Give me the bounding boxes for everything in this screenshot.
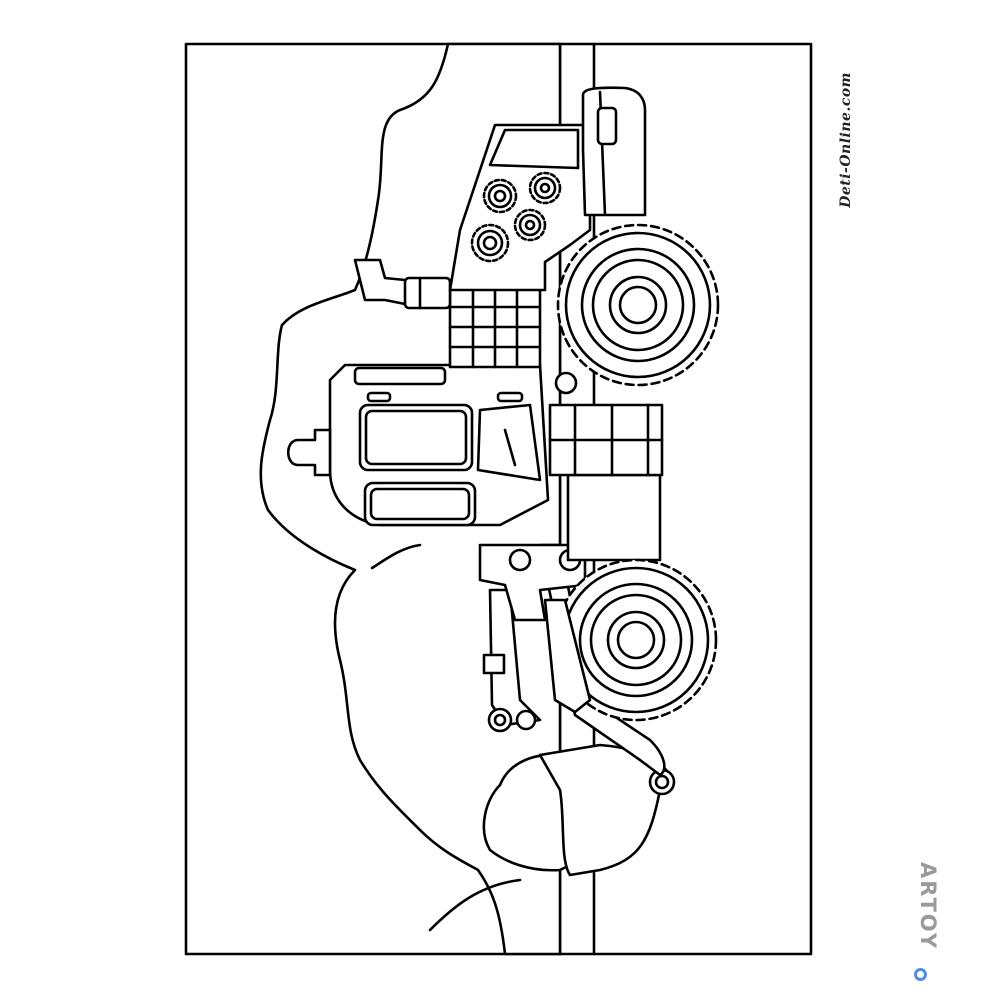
cab-door-inner bbox=[369, 487, 471, 521]
site-watermark: Deti-Online.com bbox=[838, 72, 854, 208]
cab-bolt bbox=[554, 371, 578, 395]
cab-exhaust bbox=[286, 428, 332, 477]
rear-wheel bbox=[556, 223, 720, 387]
counterweight bbox=[581, 86, 647, 217]
lift-arm-front bbox=[543, 598, 592, 714]
hood-grille bbox=[488, 128, 580, 170]
cab-light-1 bbox=[366, 391, 392, 403]
cab-roof-light bbox=[353, 366, 447, 386]
chassis-frame bbox=[566, 473, 662, 562]
hydraulic-cylinder bbox=[482, 653, 506, 675]
arm-joint-2 bbox=[515, 709, 537, 731]
cab-light-2 bbox=[496, 391, 524, 403]
exhaust-housing bbox=[403, 276, 452, 310]
cab-door-panel bbox=[363, 481, 477, 527]
front-wheel bbox=[554, 558, 718, 722]
gear-icon bbox=[470, 223, 510, 263]
brand-logo-circle-icon bbox=[914, 968, 927, 981]
rock-crack-1 bbox=[370, 543, 422, 570]
rock-crack-2 bbox=[428, 878, 522, 932]
gear-icon bbox=[482, 178, 518, 214]
brand-watermark: ARTOY bbox=[916, 862, 940, 951]
bracket-pin-1 bbox=[508, 548, 532, 572]
arm-joint-inner bbox=[493, 713, 507, 727]
cab-window bbox=[358, 403, 474, 472]
cab-window-inner bbox=[364, 409, 468, 466]
gear-icon bbox=[513, 208, 547, 242]
gear-icon bbox=[528, 171, 562, 205]
window-glare bbox=[503, 428, 517, 467]
counterweight-lamp bbox=[596, 106, 618, 146]
bucket-pivot-inner bbox=[654, 774, 670, 790]
